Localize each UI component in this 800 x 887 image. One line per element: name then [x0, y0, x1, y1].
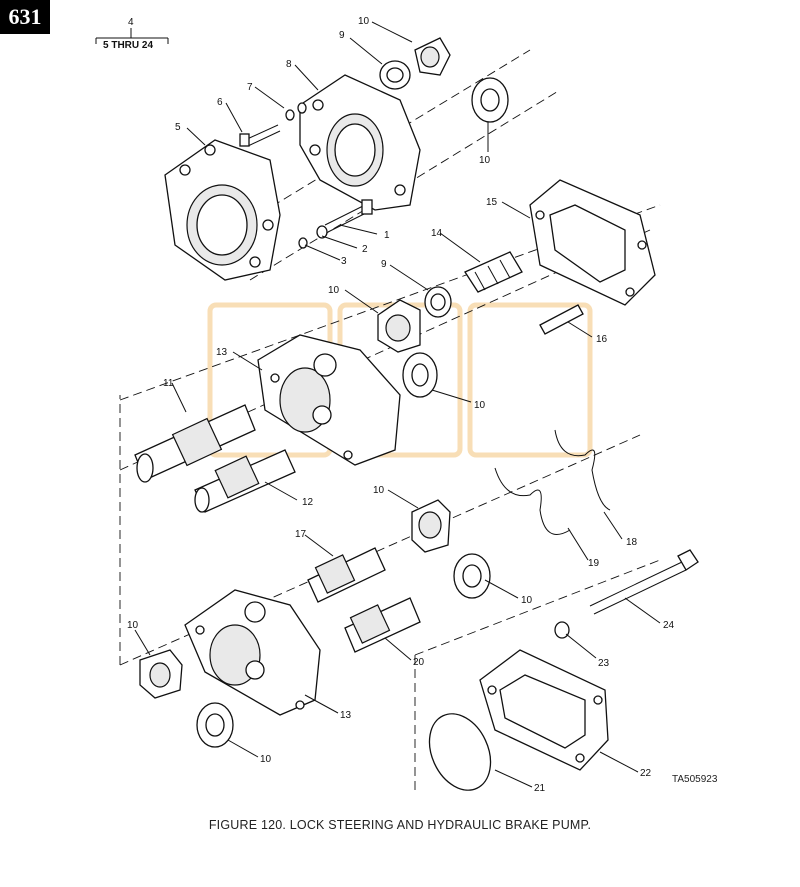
retaining-ring-18: [554, 429, 611, 511]
callout: 20: [413, 657, 425, 668]
page-number-badge: 631: [0, 0, 50, 34]
assembly-ref-top: 4: [128, 17, 134, 28]
callout: 10: [260, 754, 272, 765]
cover-plate-15: [529, 179, 656, 306]
leader-lines: [134, 21, 661, 788]
callout: 2: [362, 244, 368, 255]
callout: 10: [521, 595, 533, 606]
callout: 10: [373, 485, 385, 496]
callout: 8: [286, 59, 292, 70]
lock-washer-23: [554, 621, 570, 639]
bushing-10-lower-a: [411, 499, 451, 553]
gear-shaft-11: [134, 404, 256, 483]
o-ring-21: [428, 713, 492, 791]
callout: 23: [598, 658, 610, 669]
callout: 9: [381, 259, 387, 270]
retaining-ring-19: [494, 467, 571, 535]
bushing-10-mid: [377, 299, 421, 353]
plate-identifier: TA505923: [672, 774, 718, 785]
callout: 7: [247, 82, 253, 93]
spline-shaft-14: [464, 251, 523, 293]
screw-1: [324, 199, 373, 233]
assembly-reference: 4 5 THRU 24: [95, 17, 169, 51]
bushing-10-lower-left: [139, 649, 183, 699]
gear-shaft-20: [344, 597, 421, 653]
callout: 14: [431, 228, 443, 239]
callout: 19: [588, 558, 600, 569]
gear-housing-13-upper: [257, 334, 401, 466]
callout: 21: [534, 783, 546, 794]
callout: 10: [127, 620, 139, 631]
callout: 12: [302, 497, 314, 508]
callout: 5: [175, 122, 181, 133]
bushing-10-right-top: [471, 77, 509, 123]
callout: 3: [341, 256, 347, 267]
callout-labels: 10 9 8 7 6 5 10 1 2 3 15 14 9 10 16 13 1…: [127, 16, 675, 794]
front-plate-5: [164, 139, 281, 281]
end-cover-22: [479, 649, 609, 771]
figure-caption: FIGURE 120. LOCK STEERING AND HYDRAULIC …: [208, 818, 592, 832]
gear-housing-13-lower: [184, 589, 321, 716]
callout: 10: [328, 285, 340, 296]
assembly-ref-bottom: 5 THRU 24: [103, 40, 153, 51]
callout: 18: [626, 537, 638, 548]
callout: 9: [339, 30, 345, 41]
bolt-24: [589, 549, 699, 615]
seal-9-mid: [424, 286, 452, 318]
callout: 6: [217, 97, 223, 108]
seal-9-top: [379, 60, 411, 90]
bushing-10-lower-b: [453, 553, 491, 599]
callout: 10: [479, 155, 491, 166]
callout: 15: [486, 197, 498, 208]
callout: 11: [163, 378, 174, 389]
gear-shaft-12: [194, 449, 296, 513]
callout: 10: [474, 400, 486, 411]
gear-shaft-17: [307, 547, 386, 603]
bushing-10-mid-right: [402, 352, 438, 398]
bushing-10-lower-bottom: [196, 702, 234, 748]
adapter-plate-8: [299, 74, 421, 211]
callout: 17: [295, 529, 307, 540]
callout: 13: [340, 710, 352, 721]
callout: 10: [358, 16, 370, 27]
callout: 16: [596, 334, 608, 345]
bushing-10-top: [414, 37, 451, 76]
callout: 22: [640, 768, 652, 779]
callout: 13: [216, 347, 228, 358]
screw-6: [239, 124, 281, 147]
callout: 1: [384, 230, 390, 241]
callout: 24: [663, 620, 675, 631]
stud-16: [539, 304, 584, 335]
